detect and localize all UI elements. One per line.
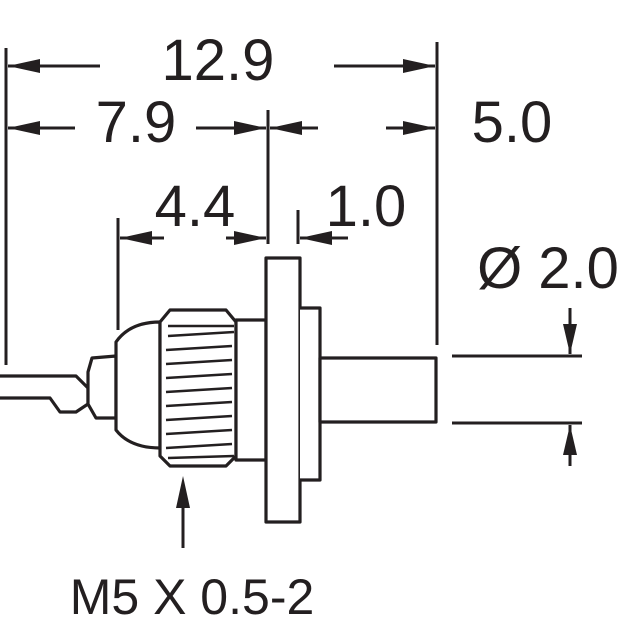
arrowhead [234, 121, 266, 135]
arrowhead [8, 121, 40, 135]
thread-spec-label: M5 X 0.5-2 [70, 569, 315, 625]
dimension-labels: 12.9 7.9 4.4 1.0 5.0 Ø 2.0 M5 X 0.5-2 [70, 28, 619, 625]
rear-body [114, 320, 162, 450]
front-collar [300, 306, 322, 482]
arrowhead [120, 231, 152, 245]
arrowhead [176, 476, 190, 508]
dim-label-overall-length: 12.9 [162, 28, 275, 93]
arrowhead [270, 121, 302, 135]
thread-lines [165, 324, 235, 460]
rear-cap [86, 354, 118, 420]
dim-label-thread-length: 4.4 [155, 174, 236, 239]
arrowhead [403, 59, 435, 73]
dimension-lines [8, 59, 577, 548]
arrowhead [300, 231, 332, 245]
arrowhead [563, 324, 577, 354]
terminal-lead [0, 374, 90, 414]
extension-lines [4, 42, 582, 425]
arrowhead [234, 231, 266, 245]
neck [234, 318, 268, 462]
flange [264, 256, 302, 524]
dim-label-flange-thickness: 1.0 [326, 174, 407, 239]
connector-part [0, 256, 438, 524]
arrowhead [403, 121, 435, 135]
arrowhead [563, 425, 577, 455]
arrowhead [8, 59, 40, 73]
dim-label-pin-length: 5.0 [472, 90, 553, 155]
dim-label-pin-diameter: Ø 2.0 [477, 236, 619, 301]
dim-label-body-length: 7.9 [96, 90, 177, 155]
pin [318, 356, 438, 424]
